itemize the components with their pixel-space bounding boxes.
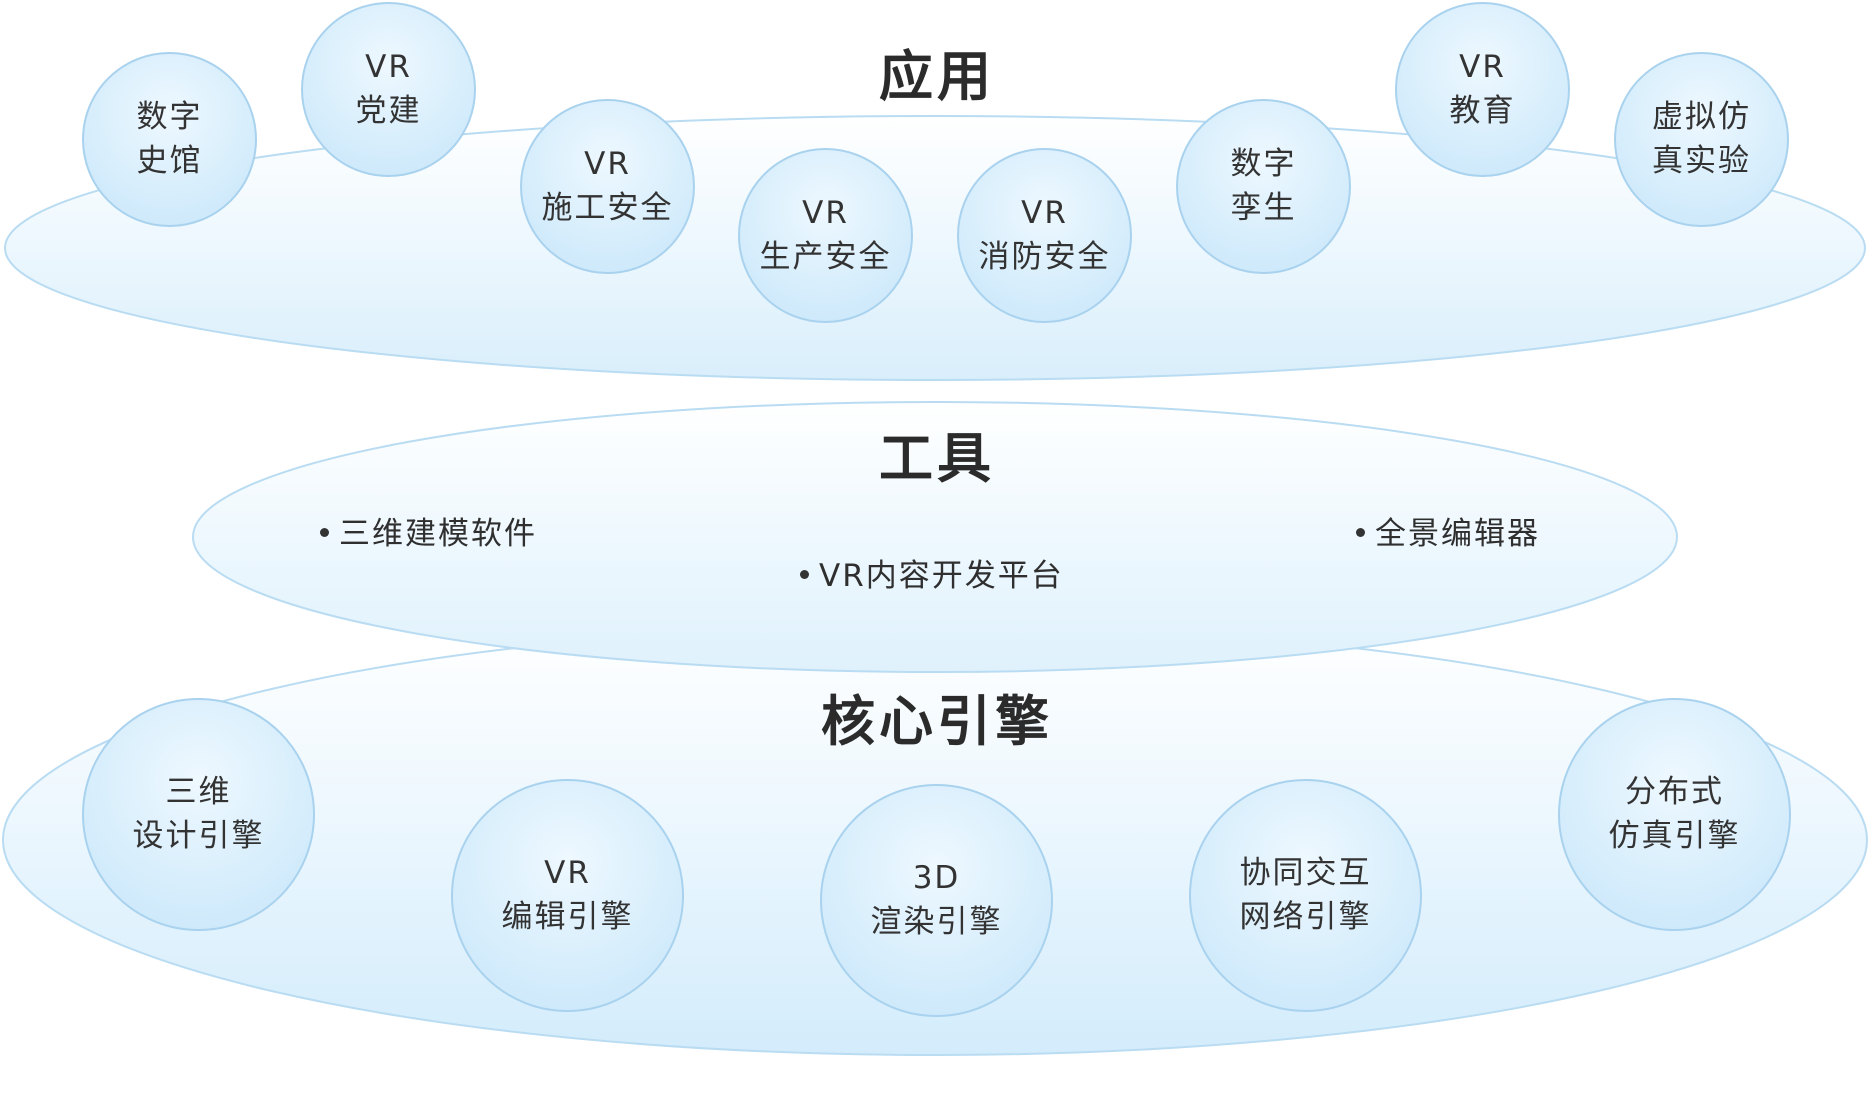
tool-3d-modeling-software: 三维建模软件 xyxy=(320,508,537,553)
bullet-dot xyxy=(320,528,329,537)
app-bubble-vr-construction-safety: VR 施工安全 xyxy=(520,99,695,274)
app-bubble-vr-education: VR 教育 xyxy=(1395,2,1570,177)
bullet-dot xyxy=(800,570,809,579)
tools-disc xyxy=(192,401,1678,673)
engine-layer-title: 核心引擎 xyxy=(821,690,1053,753)
app-bubble-vr-fire-safety: VR 消防安全 xyxy=(957,148,1132,323)
tool-panorama-editor: 全景编辑器 xyxy=(1356,508,1540,553)
engine-bubble-3d-design: 三维 设计引擎 xyxy=(82,698,315,931)
bullet-dot xyxy=(1356,528,1365,537)
app-bubble-vr-production-safety: VR 生产安全 xyxy=(738,148,913,323)
application-disc xyxy=(4,115,1866,381)
tool-vr-content-platform: VR内容开发平台 xyxy=(800,550,1064,595)
app-bubble-virtual-simulation-lab: 虚拟仿 真实验 xyxy=(1614,52,1789,227)
engine-bubble-vr-editing: VR 编辑引擎 xyxy=(451,779,684,1012)
application-layer-title: 应用 xyxy=(879,45,995,108)
tools-layer-title: 工具 xyxy=(879,427,995,490)
engine-bubble-3d-rendering: 3D 渲染引擎 xyxy=(820,784,1053,1017)
app-bubble-digital-history: 数字 史馆 xyxy=(82,52,257,227)
engine-bubble-collaborative-network: 协同交互 网络引擎 xyxy=(1189,779,1422,1012)
engine-bubble-distributed-simulation: 分布式 仿真引擎 xyxy=(1558,698,1791,931)
app-bubble-vr-party: VR 党建 xyxy=(301,2,476,177)
app-bubble-digital-twin: 数字 孪生 xyxy=(1176,99,1351,274)
